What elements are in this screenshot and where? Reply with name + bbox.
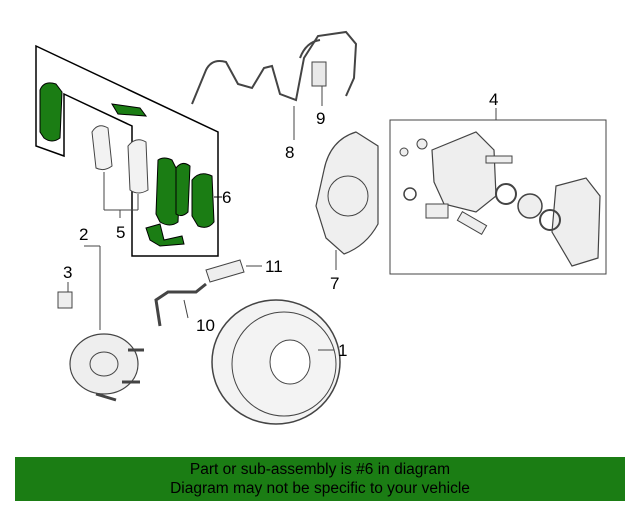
leader-line-10 <box>183 299 189 319</box>
banner-line-1: Part or sub-assembly is #6 in diagram <box>189 461 451 478</box>
caliper-bracket[interactable] <box>551 177 601 267</box>
hub-bolt[interactable] <box>57 291 73 309</box>
piston-boot[interactable] <box>539 209 561 231</box>
callout-1: 1 <box>338 341 347 360</box>
piston[interactable] <box>517 193 543 219</box>
hose-bracket[interactable] <box>205 259 245 283</box>
pad-kit-group <box>35 44 219 257</box>
callout-7: 7 <box>330 274 339 293</box>
callout-10: 10 <box>196 316 215 335</box>
bleeder-screw[interactable] <box>416 138 428 150</box>
bleeder-boot[interactable] <box>403 187 417 201</box>
callout-11: 11 <box>265 257 283 276</box>
callout-3: 3 <box>63 263 72 282</box>
caliper-bolt[interactable] <box>485 155 513 164</box>
brake-pad-highlighted[interactable] <box>155 157 181 226</box>
brake-hose-group <box>191 30 358 140</box>
callout-5: 5 <box>116 223 125 242</box>
brake-pad-highlighted[interactable] <box>175 162 191 217</box>
bleeder-cap[interactable] <box>399 147 409 157</box>
callout-9: 9 <box>316 109 325 128</box>
hose-bracket-group <box>154 259 262 327</box>
wheel-stud[interactable] <box>95 392 117 402</box>
piston-seal[interactable] <box>495 183 517 205</box>
brake-pad[interactable] <box>127 139 149 194</box>
callout-6: 6 <box>222 188 231 207</box>
pad-kit-outline <box>35 44 219 257</box>
flex-hose[interactable] <box>154 282 207 327</box>
wheel-hub[interactable] <box>69 333 139 395</box>
brake-line[interactable] <box>191 30 358 105</box>
brake-pad-highlighted[interactable] <box>39 82 63 142</box>
callout-4: 4 <box>489 90 498 109</box>
banner-line-2: Diagram may not be specific to your vehi… <box>170 480 470 497</box>
caliper-group <box>389 108 607 275</box>
callout-2: 2 <box>79 225 88 244</box>
caliper-box <box>389 119 607 275</box>
caliper-housing[interactable] <box>431 131 497 213</box>
brake-pad[interactable] <box>91 125 113 171</box>
guide-pin[interactable] <box>425 203 449 219</box>
guide-pin[interactable] <box>456 210 488 236</box>
hub-group <box>57 245 144 402</box>
pad-clip-highlighted[interactable] <box>145 223 185 247</box>
dust-shield-group <box>315 131 379 270</box>
pad-clip-highlighted[interactable] <box>111 103 148 117</box>
callout-8: 8 <box>285 143 294 162</box>
dust-shield[interactable] <box>315 131 379 255</box>
diagram-notice-banner: Part or sub-assembly is #6 in diagram Di… <box>15 457 625 501</box>
rotor-group <box>211 299 341 425</box>
sensor-bracket[interactable] <box>311 61 327 87</box>
brake-pad-highlighted[interactable] <box>191 173 215 228</box>
